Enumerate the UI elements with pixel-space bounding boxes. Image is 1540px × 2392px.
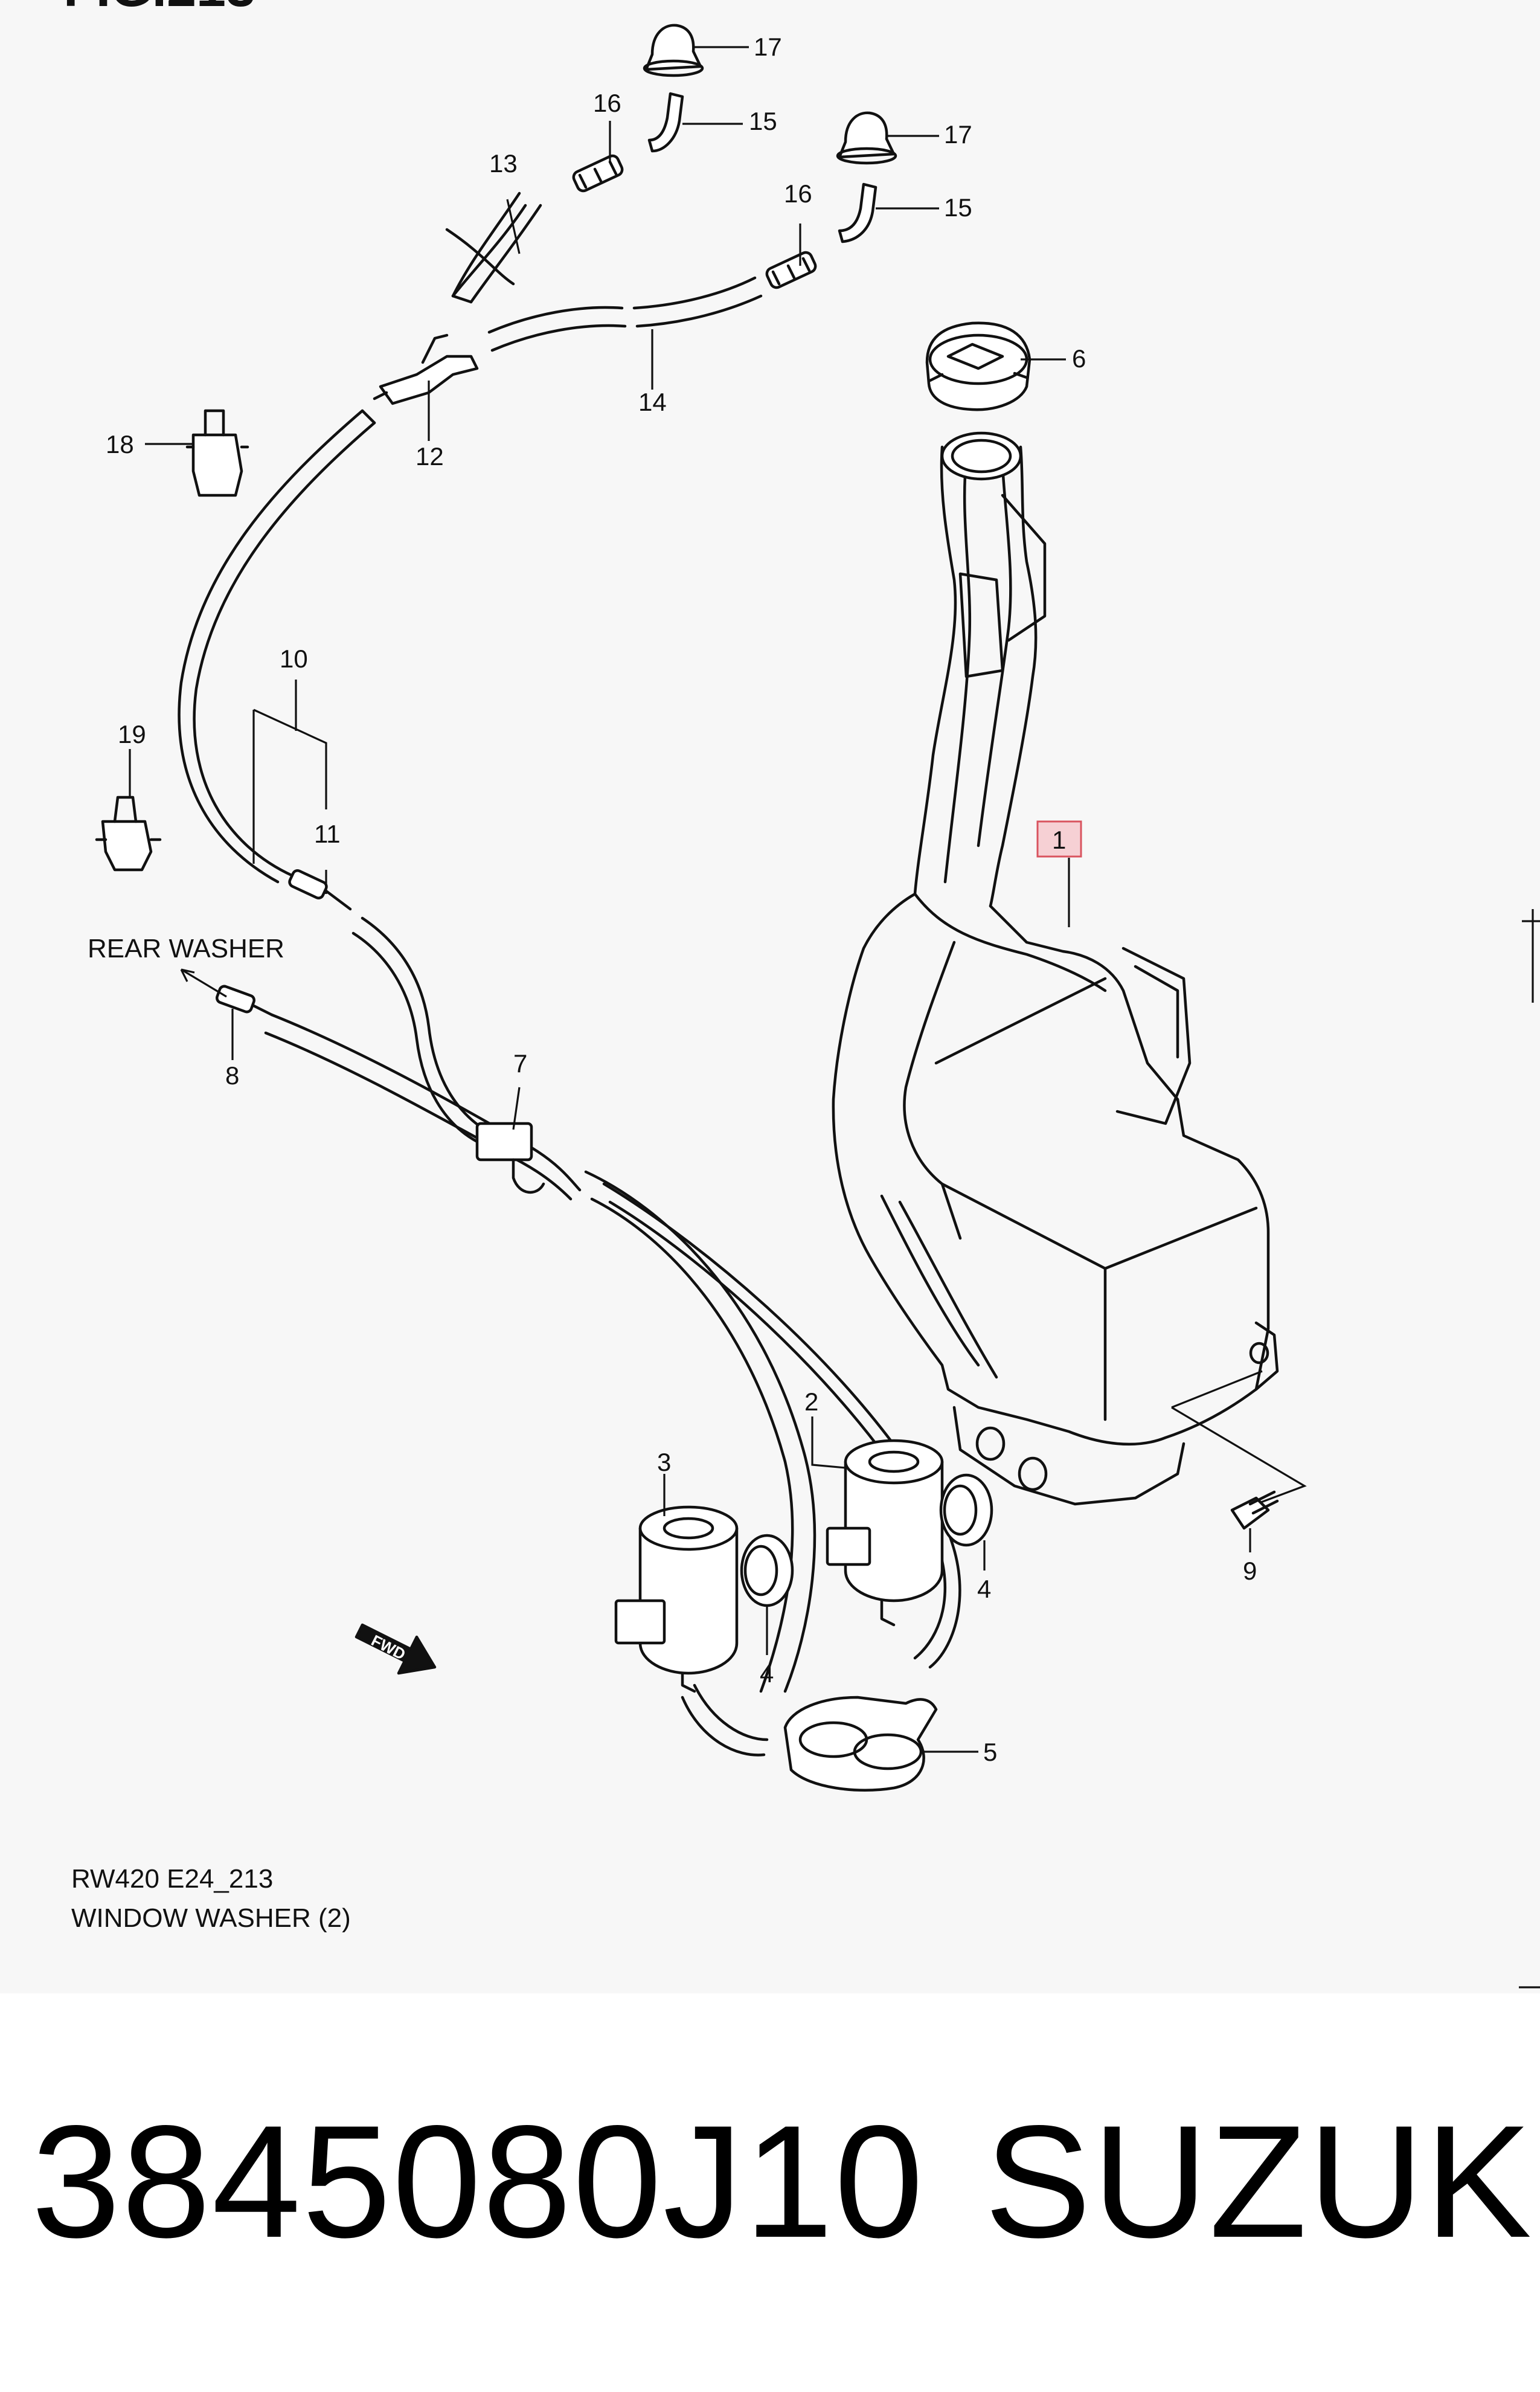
- callout-11: 11: [314, 820, 341, 848]
- leader-lines: [129, 46, 1251, 1753]
- pump-bracket: [783, 1696, 938, 1792]
- mounting-bolt: [1230, 1490, 1279, 1530]
- forward-arrow: FWD: [355, 1623, 437, 1675]
- hose-clips: [95, 409, 249, 872]
- grommet: [740, 1534, 794, 1607]
- hoses: [178, 191, 961, 1757]
- washer-tank: [832, 431, 1307, 1506]
- callout-17: 17: [944, 120, 972, 149]
- callout-4: 4: [760, 1659, 774, 1688]
- callout-15: 15: [749, 107, 777, 135]
- brand-name: SUZUKI: [984, 2092, 1540, 2271]
- callout-18: 18: [106, 430, 134, 458]
- parts-diagram: FIG.213: [63, 0, 1540, 1989]
- callout-7: 7: [513, 1049, 527, 1078]
- callout-numbers: 17 16 15 13 17 16 15 6 14 12 18 10 19 11…: [88, 33, 1257, 1766]
- callout-8: 8: [225, 1061, 239, 1090]
- callout-1: 1: [1052, 826, 1066, 854]
- grommet: [939, 1473, 993, 1547]
- washer-nozzles: [643, 24, 897, 165]
- callout-6: 6: [1072, 344, 1086, 373]
- callout-19: 19: [118, 720, 146, 748]
- part-number: 3845080J10: [31, 2092, 925, 2271]
- figure-model-code: RW420 E24_213: [71, 1864, 273, 1894]
- callout-4: 4: [977, 1575, 991, 1603]
- callout-13: 13: [489, 149, 518, 178]
- callout-9: 9: [1243, 1557, 1257, 1585]
- washer-pumps: [614, 1439, 993, 1693]
- callout-17: 17: [754, 33, 782, 61]
- product-caption-area: [0, 1993, 1540, 2392]
- reservoir-cap: [925, 321, 1031, 411]
- rear-washer-label: REAR WASHER: [88, 934, 284, 963]
- hose-fittings: [216, 92, 877, 1017]
- callout-15: 15: [944, 193, 972, 222]
- callout-16: 16: [784, 179, 812, 208]
- callout-5: 5: [983, 1738, 997, 1766]
- callout-16: 16: [593, 89, 621, 117]
- figure-title: FIG.213: [63, 0, 255, 18]
- callout-1-highlight: [1036, 820, 1082, 858]
- fwd-label: FWD: [368, 1631, 408, 1664]
- callout-14: 14: [638, 388, 667, 416]
- callout-3: 3: [657, 1448, 671, 1476]
- figure-caption: WINDOW WASHER (2): [71, 1903, 351, 1933]
- callout-12: 12: [415, 442, 444, 471]
- callout-10: 10: [280, 645, 308, 673]
- callout-2: 2: [804, 1387, 818, 1416]
